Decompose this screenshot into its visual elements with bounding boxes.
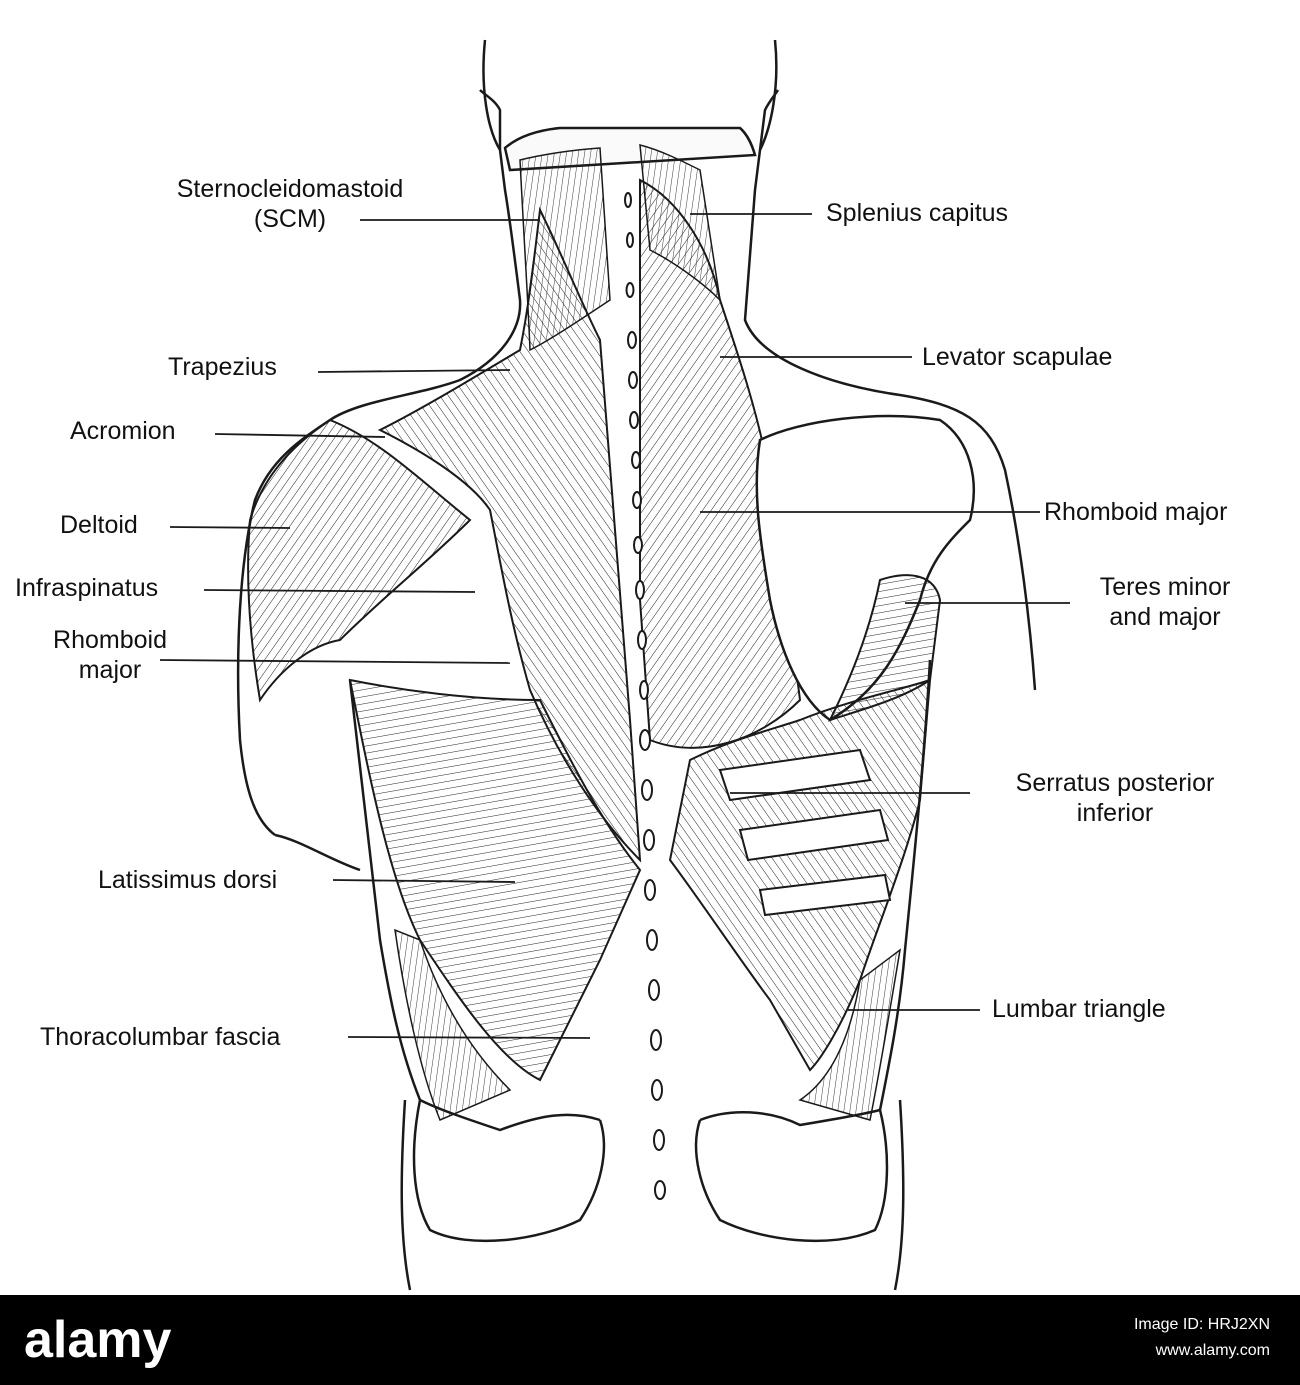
leader-infraspinatus — [204, 590, 475, 592]
label-splenius-capitus: Splenius capitus — [826, 198, 1008, 228]
label-rhomboid-major-left: Rhomboid major — [30, 625, 190, 685]
label-deltoid: Deltoid — [60, 510, 138, 540]
anatomy-figure: Sternocleidomastoid (SCM) Trapezius Acro… — [0, 0, 1300, 1295]
label-serratus-line2: inferior — [980, 798, 1250, 828]
label-scm-line2: (SCM) — [150, 204, 430, 234]
label-rhomboid-left-line1: Rhomboid — [30, 625, 190, 655]
label-scm-line1: Sternocleidomastoid — [150, 174, 430, 204]
label-latissimus-dorsi: Latissimus dorsi — [98, 865, 277, 895]
label-serratus-line1: Serratus posterior — [980, 768, 1250, 798]
label-teres-minor-major: Teres minor and major — [1070, 572, 1260, 632]
image-id: Image ID: HRJ2XN — [1134, 1315, 1270, 1335]
leader-rhomboid-left — [160, 660, 510, 663]
hip-outline — [402, 1100, 904, 1290]
label-serratus-posterior-inferior: Serratus posterior inferior — [980, 768, 1250, 828]
label-rhomboid-left-line2: major — [30, 655, 190, 685]
footer-url: www.alamy.com — [1156, 1341, 1270, 1361]
alamy-logo: alamy — [24, 1309, 214, 1371]
label-trapezius: Trapezius — [168, 352, 277, 382]
neck-left-shape — [520, 148, 610, 350]
label-infraspinatus: Infraspinatus — [15, 573, 158, 603]
label-levator-scapulae: Levator scapulae — [922, 342, 1112, 372]
label-lumbar-triangle: Lumbar triangle — [992, 994, 1166, 1024]
stock-footer: alamy Image ID: HRJ2XN www.alamy.com — [0, 1295, 1300, 1385]
logo-text: alamy — [24, 1311, 172, 1369]
leader-trapezius — [318, 370, 510, 372]
label-rhomboid-major-right: Rhomboid major — [1044, 497, 1227, 527]
label-thoracolumbar-fascia: Thoracolumbar fascia — [40, 1022, 280, 1052]
label-scm: Sternocleidomastoid (SCM) — [150, 174, 430, 234]
label-teres-line2: and major — [1070, 602, 1260, 632]
leader-deltoid — [170, 527, 290, 528]
leader-thoracolumbar — [348, 1037, 590, 1038]
label-acromion: Acromion — [70, 416, 176, 446]
label-teres-line1: Teres minor — [1070, 572, 1260, 602]
